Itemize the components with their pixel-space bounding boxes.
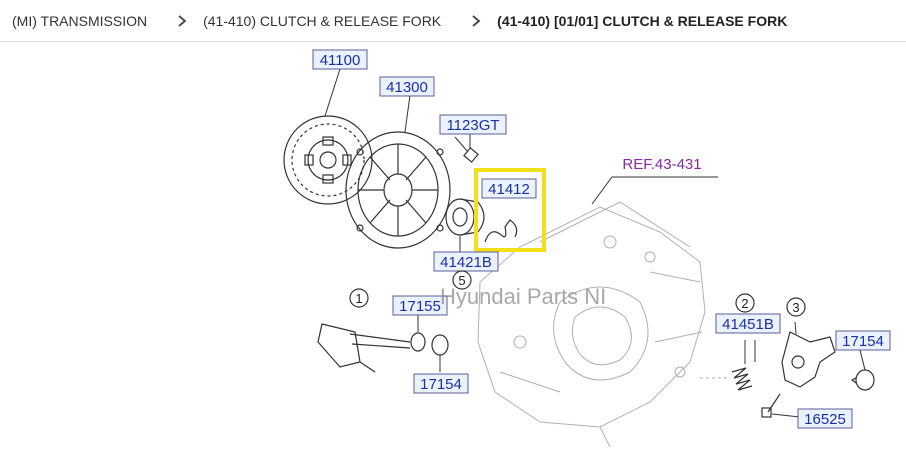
svg-text:41100: 41100 bbox=[320, 52, 361, 69]
svg-text:REF.43-431: REF.43-431 bbox=[622, 156, 701, 173]
parts-diagram: 41100 41300 1123GT 41412 41421B 17155 17… bbox=[0, 42, 906, 456]
breadcrumb-item-current-page: (41-410) [01/01] CLUTCH & RELEASE FORK bbox=[497, 12, 788, 29]
chevron-right-icon bbox=[469, 14, 483, 28]
breadcrumb-item-clutch-release-fork[interactable]: (41-410) CLUTCH & RELEASE FORK bbox=[203, 12, 442, 29]
callout-41300[interactable]: 41300 bbox=[379, 76, 435, 97]
svg-text:17154: 17154 bbox=[420, 376, 462, 393]
svg-text:2: 2 bbox=[741, 296, 748, 311]
item-number-2: 2 bbox=[735, 293, 755, 313]
item-number-1: 1 bbox=[349, 288, 369, 308]
callout-41412[interactable]: 41412 bbox=[474, 168, 546, 252]
release-fork-shaft-drawing bbox=[317, 323, 411, 373]
callout-17154-left[interactable]: 17154 bbox=[413, 373, 469, 394]
release-fork-clip-drawing bbox=[484, 219, 518, 243]
svg-text:1123GT: 1123GT bbox=[446, 117, 499, 134]
breadcrumb-item-transmission[interactable]: (MI) TRANSMISSION bbox=[12, 12, 148, 29]
release-bearing-drawing bbox=[445, 198, 485, 236]
release-fork-drawing bbox=[781, 321, 836, 388]
svg-text:1: 1 bbox=[355, 291, 362, 306]
callout-41421B[interactable]: 41421B bbox=[433, 251, 499, 272]
svg-text:17155: 17155 bbox=[399, 298, 441, 315]
svg-text:5: 5 bbox=[458, 273, 465, 288]
callout-1123GT[interactable]: 1123GT bbox=[439, 114, 507, 135]
svg-text:3: 3 bbox=[792, 300, 799, 315]
svg-text:41300: 41300 bbox=[386, 79, 428, 96]
item-number-5: 5 bbox=[452, 270, 472, 290]
chevron-right-icon bbox=[175, 14, 189, 28]
transmission-case-outline bbox=[477, 201, 706, 448]
svg-text:16525: 16525 bbox=[804, 411, 846, 428]
svg-text:41451B: 41451B bbox=[722, 316, 774, 333]
callout-17154-right[interactable]: 17154 bbox=[835, 330, 891, 351]
breadcrumb: (MI) TRANSMISSION (41-410) CLUTCH & RELE… bbox=[0, 0, 906, 42]
reference-link[interactable]: REF.43-431 bbox=[612, 154, 712, 173]
callout-17155[interactable]: 17155 bbox=[392, 295, 448, 316]
callout-41451B[interactable]: 41451B bbox=[715, 313, 781, 334]
callout-41100[interactable]: 41100 bbox=[312, 49, 368, 70]
callout-16525[interactable]: 16525 bbox=[797, 408, 853, 429]
selected-part-highlight bbox=[474, 168, 546, 252]
fork-bolt-drawing bbox=[761, 393, 781, 418]
pressure-plate-drawing bbox=[345, 131, 451, 249]
svg-text:17154: 17154 bbox=[842, 333, 884, 350]
item-number-3: 3 bbox=[786, 297, 806, 317]
clutch-disc-drawing bbox=[283, 115, 373, 205]
svg-text:41421B: 41421B bbox=[440, 254, 492, 271]
spring-drawing bbox=[700, 340, 753, 391]
watermark: Hyundai Parts NI bbox=[440, 284, 606, 309]
svg-text:41412: 41412 bbox=[488, 181, 530, 198]
bolt-drawing bbox=[454, 136, 479, 163]
